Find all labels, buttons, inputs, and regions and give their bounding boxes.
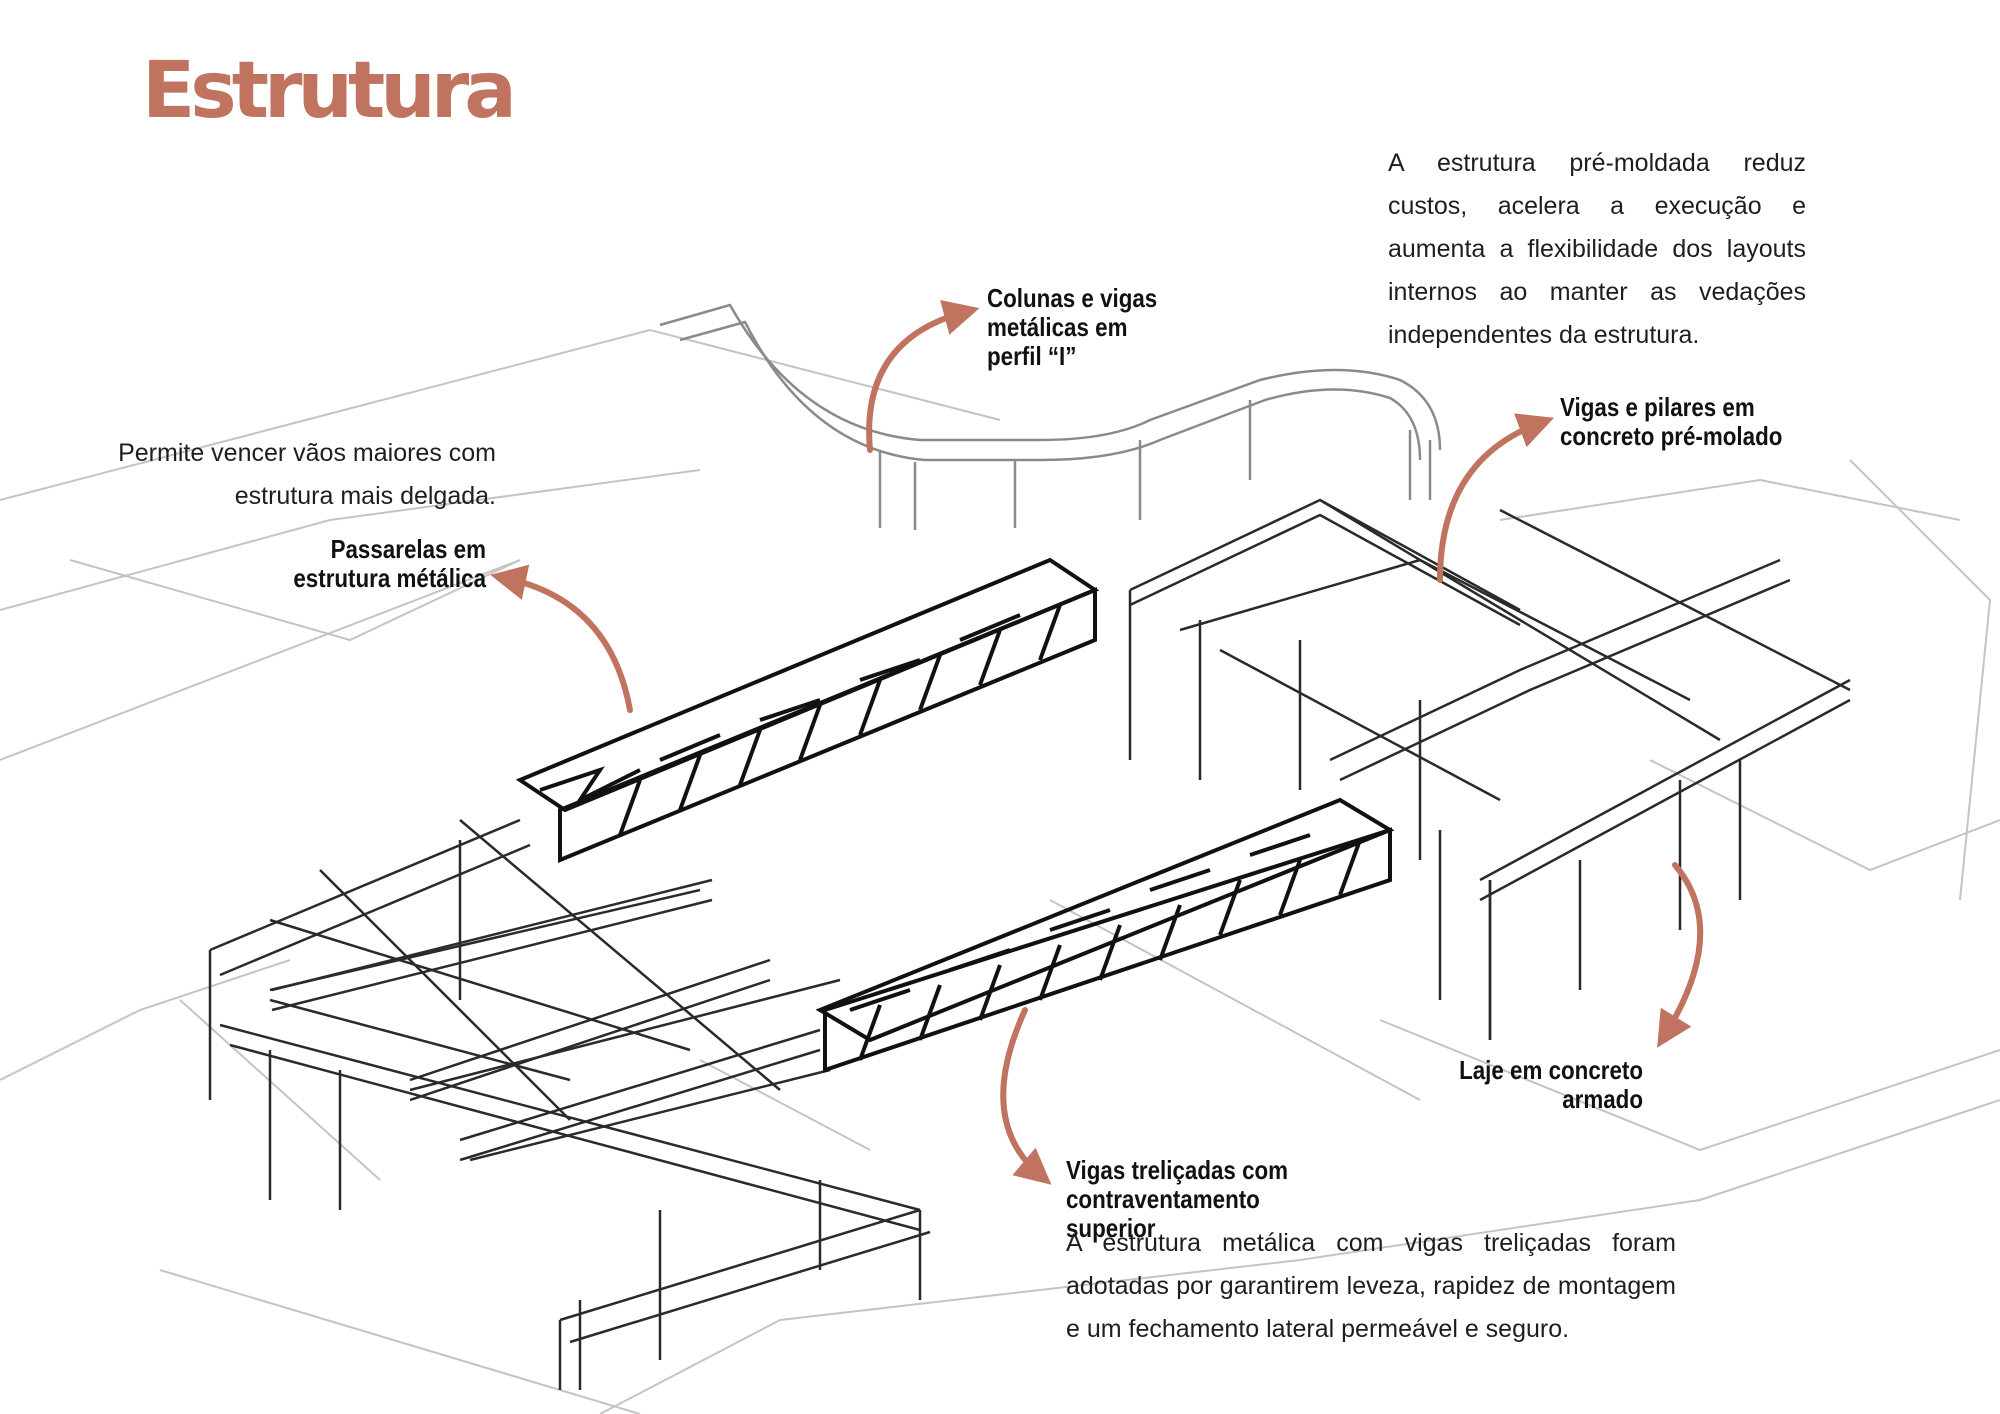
label-steel-columns: Colunas e vigas metálicas em perfil “I” bbox=[987, 283, 1158, 371]
annotation-arrows bbox=[490, 300, 1704, 1185]
label-trusses: Vigas treliçadas com contraventamento su… bbox=[1066, 1155, 1289, 1243]
arrow-walkways bbox=[490, 564, 633, 713]
arrow-concrete bbox=[1437, 413, 1555, 583]
paragraph-steel: A estrutura metálica com vigas treliçada… bbox=[1066, 1229, 1676, 1343]
label-slab: Laje em concreto armado bbox=[1459, 1055, 1643, 1114]
arrow-slab bbox=[1657, 862, 1704, 1048]
paragraph-precast: A estrutura pré-moldada reduz custos, ac… bbox=[1388, 149, 1806, 349]
label-walkways: Passarelas em estrutura métálica bbox=[293, 534, 486, 593]
steel-truss-lower bbox=[815, 797, 1395, 1073]
right-concrete-frame bbox=[1128, 498, 1851, 1040]
steel-truss-upper bbox=[515, 557, 1100, 863]
arrow-trusses bbox=[1000, 1007, 1052, 1185]
left-concrete-frame bbox=[208, 818, 931, 1390]
arrow-steel-columns bbox=[866, 300, 980, 453]
page-title: Estrutura bbox=[142, 46, 517, 136]
curved-walkway bbox=[659, 303, 1442, 530]
label-concrete-beams: Vigas e pilares em concreto pré-molado bbox=[1560, 392, 1783, 451]
paragraph-spans: Permite vencer vãos maiores com estrutur… bbox=[118, 439, 496, 510]
